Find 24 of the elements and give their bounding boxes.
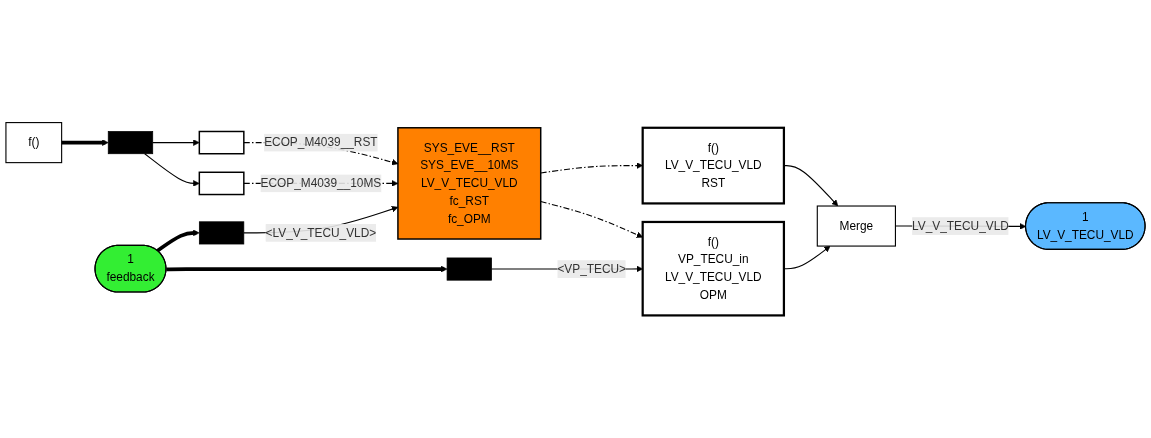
node-box — [198, 130, 245, 155]
arrow — [166, 265, 448, 273]
node-box: f() VP_TECU_in LV_V_TECU_VLD OPM — [641, 220, 786, 317]
edge-label: ECOP_M4039__RST — [264, 135, 378, 149]
arrow — [540, 201, 643, 238]
arrow — [156, 229, 200, 253]
edge-label: LV_V_TECU_VLD — [912, 219, 1009, 232]
edge-label: <VP_TECU> — [557, 262, 626, 275]
arrow — [152, 139, 200, 146]
edge-label: <LV_V_TECU_VLD> — [265, 226, 377, 239]
node-box — [198, 171, 245, 196]
edge-label: ECOP_M4039__10MS — [260, 176, 382, 190]
arrow — [144, 153, 200, 187]
node-box: SYS_EVE__RST SYS_EVE__10MS LV_V_TECU_VLD fc_RST fc_OPM — [397, 127, 542, 240]
node-box: f() LV_V_TECU_VLD RST — [641, 126, 786, 205]
node-box: f() — [5, 122, 63, 164]
node-bar — [107, 131, 154, 155]
arrow — [783, 245, 831, 270]
arrow — [61, 139, 109, 146]
node-bar — [198, 221, 245, 245]
node-box: Merge — [816, 205, 896, 247]
arrow — [783, 165, 839, 207]
arrow — [540, 162, 643, 174]
node-bar — [446, 257, 492, 281]
